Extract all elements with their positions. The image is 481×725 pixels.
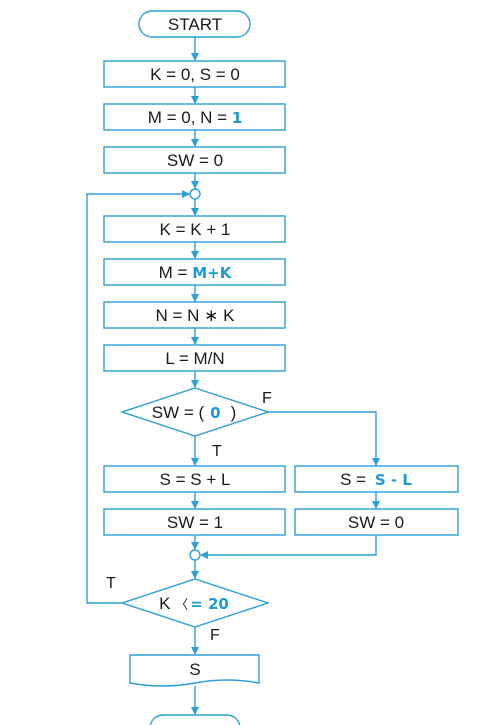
s-add-label: S = S + L — [160, 470, 231, 489]
s-sub-answer: S - L — [375, 471, 412, 489]
sw-decision-prefix: SW = ( — [152, 403, 205, 422]
s-add-box — [103, 465, 286, 493]
k-decision-prefix: K — [159, 594, 175, 613]
s-sub-prefix: S = — [340, 470, 371, 489]
sw0-right-box — [294, 508, 459, 536]
k-decision-answer: = 20 — [190, 595, 229, 613]
sw1-label: SW = 1 — [167, 513, 223, 532]
s-sub-label: S = S - L — [340, 470, 412, 489]
sw-decision-label: SW = ( 0) — [152, 403, 237, 422]
output-label: S — [189, 660, 200, 679]
k-increment-label: K = K + 1 — [160, 220, 231, 239]
sw-decision-answer: 0 — [210, 404, 220, 422]
k-decision-op: 〈 — [175, 597, 188, 612]
n-update-label: N = N ∗ K — [156, 306, 236, 325]
k-decision-true-label: T — [106, 575, 116, 592]
init-mn-prefix: M = 0, N = — [148, 108, 232, 127]
merge-connector — [189, 549, 201, 561]
arrow-decision-false — [268, 411, 380, 466]
arrow-right-to-merge — [200, 535, 377, 559]
m-update-prefix: M = — [159, 263, 193, 282]
m-update-answer: M+K — [192, 264, 232, 282]
k-decision-false-label: F — [210, 627, 220, 644]
sw1-box — [103, 508, 286, 536]
init-mn-answer: 1 — [232, 109, 242, 127]
end-terminator — [149, 714, 241, 725]
sw0-box — [103, 146, 286, 174]
output-document-shape — [129, 654, 260, 687]
init-ks-box — [103, 60, 286, 88]
sw-decision-true-label: T — [212, 443, 222, 460]
n-update-box — [103, 301, 286, 329]
m-update-label: M = M+K — [159, 263, 233, 282]
loop-back-arrow — [86, 190, 190, 604]
init-mn-label: M = 0, N = 1 — [148, 108, 243, 127]
l-compute-label: L = M/N — [165, 349, 224, 368]
sw-decision-false-label: F — [262, 390, 272, 407]
init-ks-label: K = 0, S = 0 — [150, 65, 240, 84]
sw-decision-suffix: ) — [231, 403, 237, 422]
sw0-right-label: SW = 0 — [348, 513, 404, 532]
k-decision-label: K 〈= 20 — [159, 594, 229, 613]
k-increment-box — [103, 215, 286, 243]
loop-join-connector — [189, 188, 201, 200]
l-compute-box — [103, 344, 286, 372]
start-label: START — [168, 15, 222, 34]
s-sub-box — [294, 465, 459, 493]
sw0-label: SW = 0 — [167, 151, 223, 170]
